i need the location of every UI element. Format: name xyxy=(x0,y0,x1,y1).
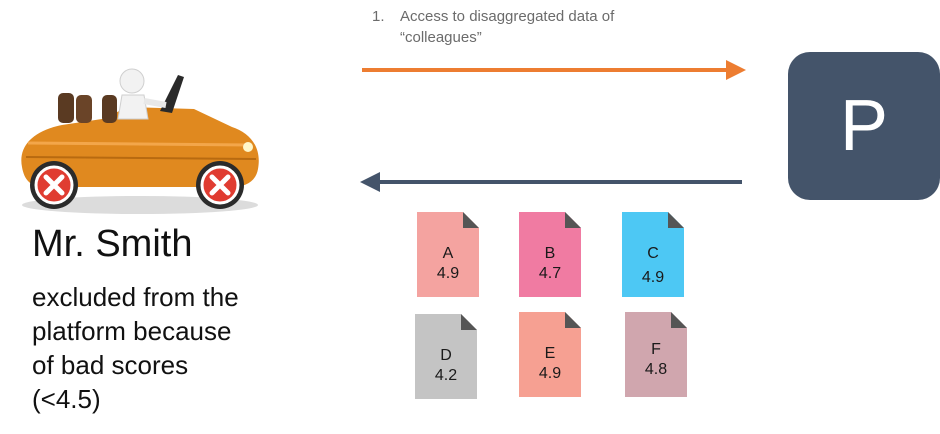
score-card-d: D 4.2 xyxy=(415,314,477,399)
platform-box: P xyxy=(788,52,940,200)
score-card-label: B xyxy=(544,245,556,262)
request-arrow xyxy=(362,60,746,80)
score-card-f: F 4.8 xyxy=(625,312,687,397)
document-icon xyxy=(519,212,581,297)
score-card-value: 4.2 xyxy=(434,367,458,384)
driver-name: Mr. Smith xyxy=(32,223,193,265)
score-card-label: F xyxy=(651,341,661,358)
document-icon xyxy=(622,212,684,297)
document-icon xyxy=(519,312,581,397)
document-icon xyxy=(417,212,479,297)
score-card-label: E xyxy=(544,345,556,362)
score-card-label: A xyxy=(442,245,454,262)
score-card-e: E 4.9 xyxy=(519,312,581,397)
score-card-label: C xyxy=(647,245,659,262)
score-card-b: B 4.7 xyxy=(519,212,581,297)
reject-x-icon xyxy=(30,161,78,209)
car-illustration xyxy=(21,68,259,214)
response-arrow xyxy=(360,172,742,192)
reject-x-icon xyxy=(196,161,244,209)
flow-label-number: 1. xyxy=(372,8,385,25)
score-card-c: C 4.9 xyxy=(622,212,684,297)
score-card-value: 4.9 xyxy=(436,265,460,282)
flow-label-text: Access to disaggregated data of “colleag… xyxy=(400,8,615,46)
score-card-a: A 4.9 xyxy=(417,212,479,297)
score-card-value: 4.7 xyxy=(538,265,562,282)
score-card-value: 4.9 xyxy=(538,365,562,382)
score-card-value: 4.9 xyxy=(641,269,665,286)
driver-description: excluded from the platform because of ba… xyxy=(32,282,239,414)
score-card-label: D xyxy=(440,347,452,364)
score-card-value: 4.8 xyxy=(644,361,668,378)
document-icon xyxy=(415,314,477,399)
document-icon xyxy=(625,312,687,397)
